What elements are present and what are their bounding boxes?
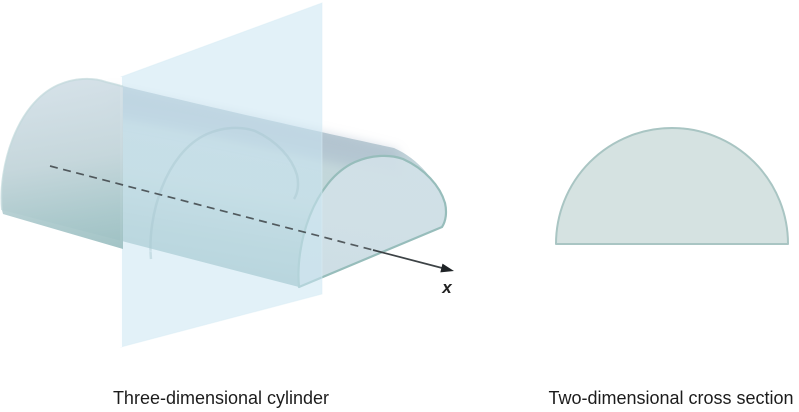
x-axis-arrowhead-icon: [440, 263, 454, 273]
cross-section-semicircle: [555, 127, 789, 245]
left-figure-caption: Three-dimensional cylinder: [112, 388, 330, 408]
near-face: [1, 78, 123, 249]
near-face-rim: [0, 77, 124, 211]
cutting-plane: [120, 2, 323, 348]
right-figure-caption: Two-dimensional cross section: [548, 388, 794, 408]
x-axis-solid-line: [372, 249, 445, 270]
x-axis-dashed-line: [49, 165, 374, 251]
x-axis-label: x: [441, 278, 453, 297]
